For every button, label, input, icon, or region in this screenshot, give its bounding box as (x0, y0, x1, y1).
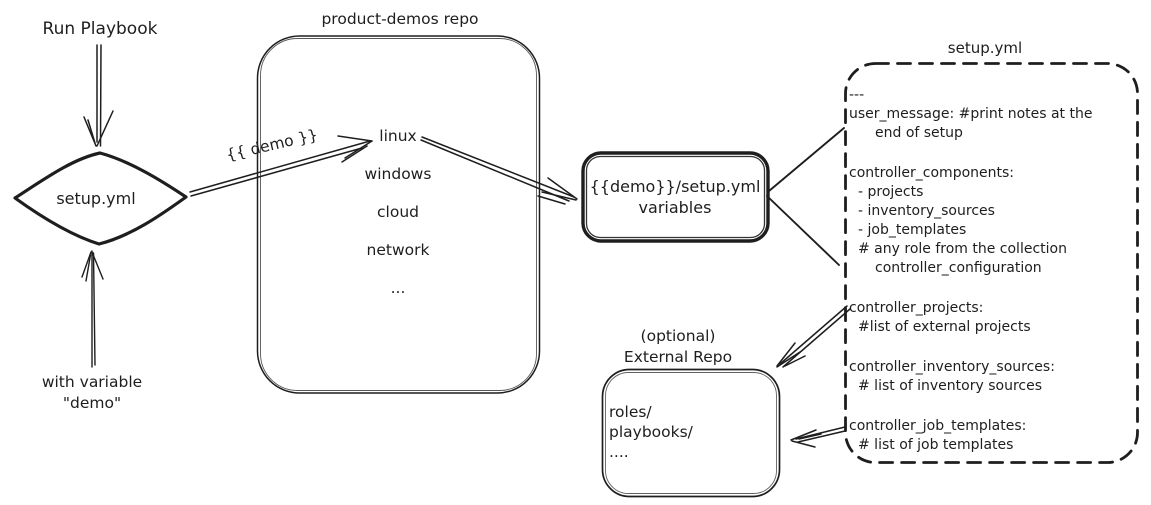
setup-yml-line: controller_job_templates: (849, 418, 1027, 434)
setup-yml-line: --- (849, 87, 865, 103)
setup-yml-line: - projects (858, 184, 924, 200)
linux-to-variables-arrow (420, 136, 578, 205)
setup-yml-line: controller_configuration (875, 260, 1042, 276)
external-repo-arrow-top (776, 305, 851, 368)
setup-yml-line: end of setup (875, 125, 963, 141)
setup-yml-blank-line (849, 396, 1135, 417)
setup-yml-line: #list of external projects (858, 319, 1031, 335)
variables-box-line2: variables (638, 198, 712, 217)
setup-yml-blank-line (849, 278, 1135, 299)
setup-yml-box (844, 62, 1139, 464)
setup-yml-lines: --- user_message: #print notes at the end … (849, 86, 1135, 455)
setup-yml-line: controller_components: (849, 165, 1014, 181)
run-playbook-arrow (83, 44, 114, 147)
setup-yml-line: controller_projects: (849, 300, 984, 316)
repo-item: linux (379, 127, 417, 145)
setup-yml-blank-line (849, 143, 1135, 164)
setup-diamond (13, 151, 188, 246)
external-repo-arrow-bottom (790, 426, 846, 448)
product-demos-repo-box (256, 35, 541, 394)
variables-box-line1: {{demo}}/setup.yml (589, 177, 761, 196)
setup-yml-line: - inventory_sources (858, 203, 995, 219)
with-variable-label: with variable "demo" (42, 372, 142, 414)
repo-item: ... (390, 279, 406, 297)
variables-box-text: {{demo}}/setup.yml variables (582, 152, 768, 242)
external-repo-box (601, 368, 781, 498)
setup-diamond-label: setup.yml (56, 189, 136, 208)
with-variable-arrow (81, 250, 104, 368)
external-repo-title: (optional) External Repo (624, 326, 732, 368)
external-repo-title-line2: External Repo (623, 348, 733, 366)
setup-yml-line: user_message: #print notes at the (849, 106, 1093, 122)
demo-arrow (189, 135, 373, 197)
external-repo-line: playbooks/ (609, 423, 693, 441)
setup-yml-line: # list of inventory sources (858, 378, 1043, 394)
external-repo-title-line1: (optional) (640, 327, 716, 345)
setup-yml-line: # list of job templates (858, 437, 1014, 453)
setup-yml-line: # any role from the collection (858, 241, 1067, 257)
setup-yml-line: - job_templates (858, 222, 967, 238)
repo-item: windows (364, 165, 432, 183)
setup-yml-line: controller_inventory_sources: (849, 359, 1055, 375)
external-repo-line: .... (609, 443, 629, 461)
repo-item: network (366, 241, 430, 259)
variables-to-setup-fan-lines (766, 127, 845, 266)
setup-yml-title: setup.yml (947, 39, 1023, 57)
setup-yml-blank-line (849, 337, 1135, 358)
product-demos-repo-title: product-demos repo (321, 10, 479, 28)
repo-item: cloud (377, 203, 419, 221)
external-repo-line: roles/ (609, 403, 652, 421)
with-variable-line2: "demo" (62, 394, 122, 412)
with-variable-line1: with variable (41, 373, 143, 391)
external-repo-lines: roles/playbooks/.... (609, 402, 693, 462)
run-playbook-label: Run Playbook (42, 19, 158, 39)
